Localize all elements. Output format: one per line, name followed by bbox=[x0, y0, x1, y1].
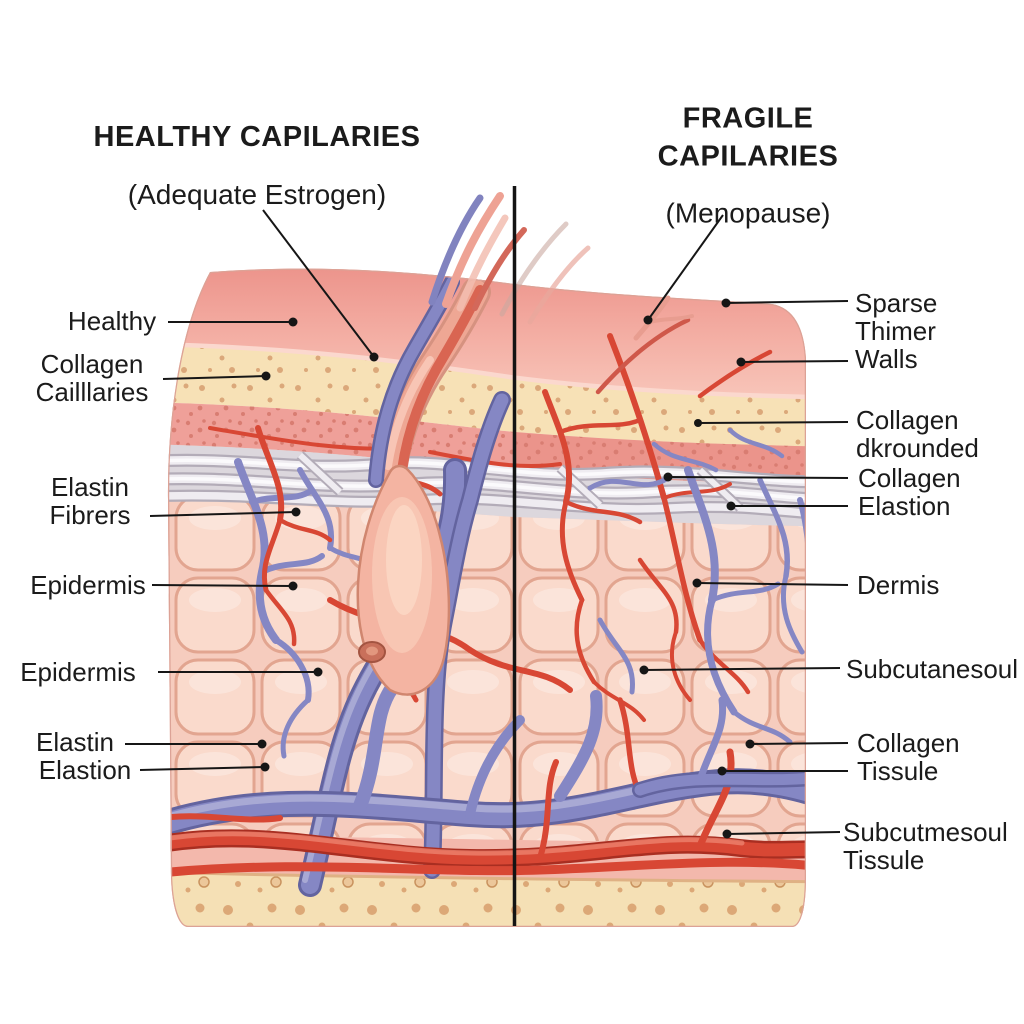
skin-block-outline bbox=[167, 268, 806, 927]
hair-follicle bbox=[356, 274, 491, 696]
title-healthy-capillaries: HEALTHY CAPILARIES (Adequate Estrogen) bbox=[94, 99, 421, 233]
label-subcutanesoul: Subcutanesoul bbox=[846, 654, 1019, 684]
label-elastin: Elastin bbox=[35, 727, 115, 757]
label-collagen-tissule: Collagen Tissule bbox=[857, 728, 960, 786]
label-elastion: Elastion bbox=[38, 755, 132, 785]
label-epidermis-1: Epidermis bbox=[30, 570, 146, 600]
label-collagen-dkrounded: Collagen dkrounded bbox=[856, 405, 979, 463]
label-healthy: Healthy bbox=[67, 306, 157, 336]
label-subcutmesoul-tissule: Subcutmesoul Tissule bbox=[843, 817, 1008, 875]
hair-strands bbox=[428, 192, 694, 395]
title-left-line1: HEALTHY CAPILARIES bbox=[93, 121, 421, 154]
label-epidermis-2: Epidermis bbox=[20, 657, 136, 687]
label-elastin-fibrers: Elastin Fibrers bbox=[49, 472, 131, 530]
label-collagen-cailllaries: Collagen Cailllaries bbox=[35, 349, 149, 407]
title-right-line1: FRAGILE CAPILARIES bbox=[657, 102, 839, 172]
label-dermis: Dermis bbox=[857, 570, 940, 600]
label-collagen-elastion: Collagen Elastion bbox=[858, 463, 961, 521]
label-sparse-thimer-walls: Sparse Thimer Walls bbox=[855, 288, 938, 374]
title-right-line2: (Menopause) bbox=[665, 197, 831, 229]
subcutis-layer bbox=[167, 870, 806, 927]
leader-lines bbox=[125, 209, 849, 839]
title-fragile-capillaries: FRAGILE CAPILARIES (Menopause) bbox=[610, 80, 886, 251]
title-left-line2: (Adequate Estrogen) bbox=[127, 178, 387, 210]
